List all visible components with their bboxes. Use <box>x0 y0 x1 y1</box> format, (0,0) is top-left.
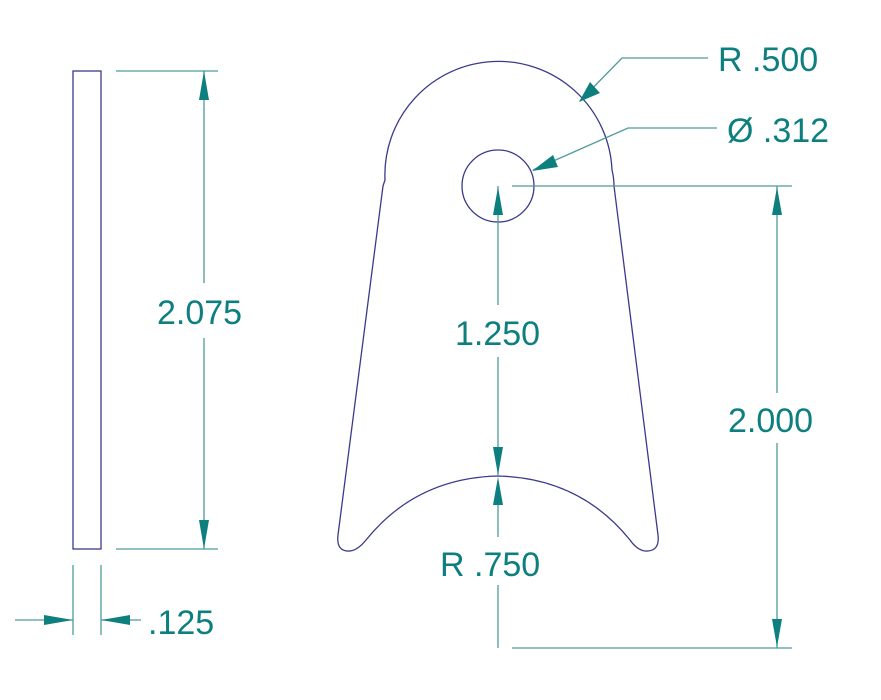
arrow-up-icon <box>772 187 782 215</box>
dimension-label-overall-height: 2.000 <box>728 402 813 440</box>
tab-profile-outline <box>337 60 659 552</box>
dimension-label-thickness: .125 <box>148 604 214 642</box>
leader-arrow-icon <box>579 82 600 102</box>
arrow-down-icon <box>493 447 503 475</box>
front-view: R .500 Ø .312 1.250 R .750 <box>337 41 829 649</box>
hole-diameter-callout: Ø .312 <box>532 112 829 171</box>
arrow-left-icon <box>101 615 130 625</box>
dimension-label-saddle-radius: R .750 <box>440 546 540 584</box>
arrow-up-icon <box>493 477 503 505</box>
side-view: 2.075 .125 <box>15 70 242 642</box>
dimension-label-height: 2.075 <box>157 294 242 332</box>
arrow-right-icon <box>44 615 73 625</box>
arrow-down-icon <box>772 619 782 647</box>
overall-height-dimension: 2.000 <box>512 185 813 649</box>
arrow-down-icon <box>199 520 209 549</box>
hole-to-saddle-dimension: 1.250 <box>455 186 540 476</box>
dimension-label-top-radius: R .500 <box>718 41 818 79</box>
arrow-up-icon <box>199 71 209 100</box>
dimension-label-hole-diameter: Ø .312 <box>727 112 829 150</box>
saddle-radius-callout: R .750 <box>440 477 540 648</box>
arrow-up-icon <box>493 187 503 215</box>
leader-arrow-icon <box>532 155 558 171</box>
thickness-dimension-125: .125 <box>15 565 214 642</box>
top-radius-callout: R .500 <box>579 41 818 102</box>
dimension-label-hole-to-saddle: 1.250 <box>455 315 540 353</box>
side-view-plate-outline <box>72 70 102 550</box>
height-dimension-2075: 2.075 <box>116 70 242 550</box>
